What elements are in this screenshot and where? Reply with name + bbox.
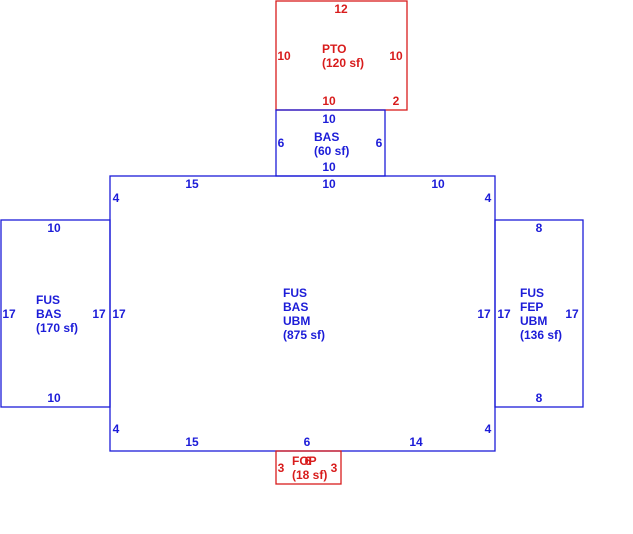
main-area: (875 sf) xyxy=(283,328,325,342)
bas-top-bottom-dim: 10 xyxy=(322,160,336,174)
right-wing-label-line2: FEP xyxy=(520,300,543,314)
pto-top-dim: 12 xyxy=(334,2,348,16)
pto-area: (120 sf) xyxy=(322,56,364,70)
fop-room xyxy=(275,450,342,485)
bas-top-top-dim: 10 xyxy=(322,112,336,126)
main-bottom-left-dim: 15 xyxy=(185,435,199,449)
fop-right-dim: 3 xyxy=(331,461,338,475)
main-bottom-mid-dim: 6 xyxy=(304,435,311,449)
right-wing-label-line1: FUS xyxy=(520,286,544,300)
main-left-side-dim: 17 xyxy=(112,307,126,321)
main-right-upper-dim: 4 xyxy=(485,191,492,205)
left-wing-right-dim: 17 xyxy=(92,307,106,321)
main-top-left-dim: 15 xyxy=(185,177,199,191)
left-wing-label-line1: FUS xyxy=(36,293,60,307)
left-wing-top-dim: 10 xyxy=(47,221,61,235)
pto-left-dim: 10 xyxy=(277,49,291,63)
bas-top-label: BAS xyxy=(314,130,339,144)
right-wing-area: (136 sf) xyxy=(520,328,562,342)
pto-label: PTO xyxy=(322,42,346,56)
pto-bottom-right-dim: 2 xyxy=(393,94,400,108)
right-wing-bottom-dim: 8 xyxy=(536,391,543,405)
right-wing-label-line3: UBM xyxy=(520,314,547,328)
main-label-line2: BAS xyxy=(283,300,308,314)
left-wing-area: (170 sf) xyxy=(36,321,78,335)
bas-top-area: (60 sf) xyxy=(314,144,349,158)
pto-bottom-dim: 10 xyxy=(322,94,336,108)
main-label-line3: UBM xyxy=(283,314,310,328)
right-wing-left-dim: 17 xyxy=(497,307,511,321)
left-wing-label-line2: BAS xyxy=(36,307,61,321)
main-top-right-dim: 10 xyxy=(431,177,445,191)
fop-area: (18 sf) xyxy=(292,468,327,482)
right-wing-top-dim: 8 xyxy=(536,221,543,235)
bas-top-right-dim: 6 xyxy=(376,136,383,150)
main-bottom-right-dim: 14 xyxy=(409,435,423,449)
main-left-lower-dim: 4 xyxy=(113,422,120,436)
main-right-side-dim: 17 xyxy=(477,307,491,321)
fop-left-dim: 3 xyxy=(278,461,285,475)
main-label-line1: FUS xyxy=(283,286,307,300)
pto-right-dim: 10 xyxy=(389,49,403,63)
fop-label: FOP xyxy=(292,454,317,468)
left-wing-bottom-dim: 10 xyxy=(47,391,61,405)
right-wing-right-dim: 17 xyxy=(565,307,579,321)
bas-top-left-dim: 6 xyxy=(278,136,285,150)
fop-top-dim: 6 xyxy=(305,454,312,468)
main-left-upper-dim: 4 xyxy=(113,191,120,205)
main-top-mid-dim: 10 xyxy=(322,177,336,191)
left-wing-left-dim: 17 xyxy=(2,307,16,321)
main-right-lower-dim: 4 xyxy=(485,422,492,436)
left-wing-room xyxy=(0,219,111,408)
right-wing-room xyxy=(494,219,584,408)
